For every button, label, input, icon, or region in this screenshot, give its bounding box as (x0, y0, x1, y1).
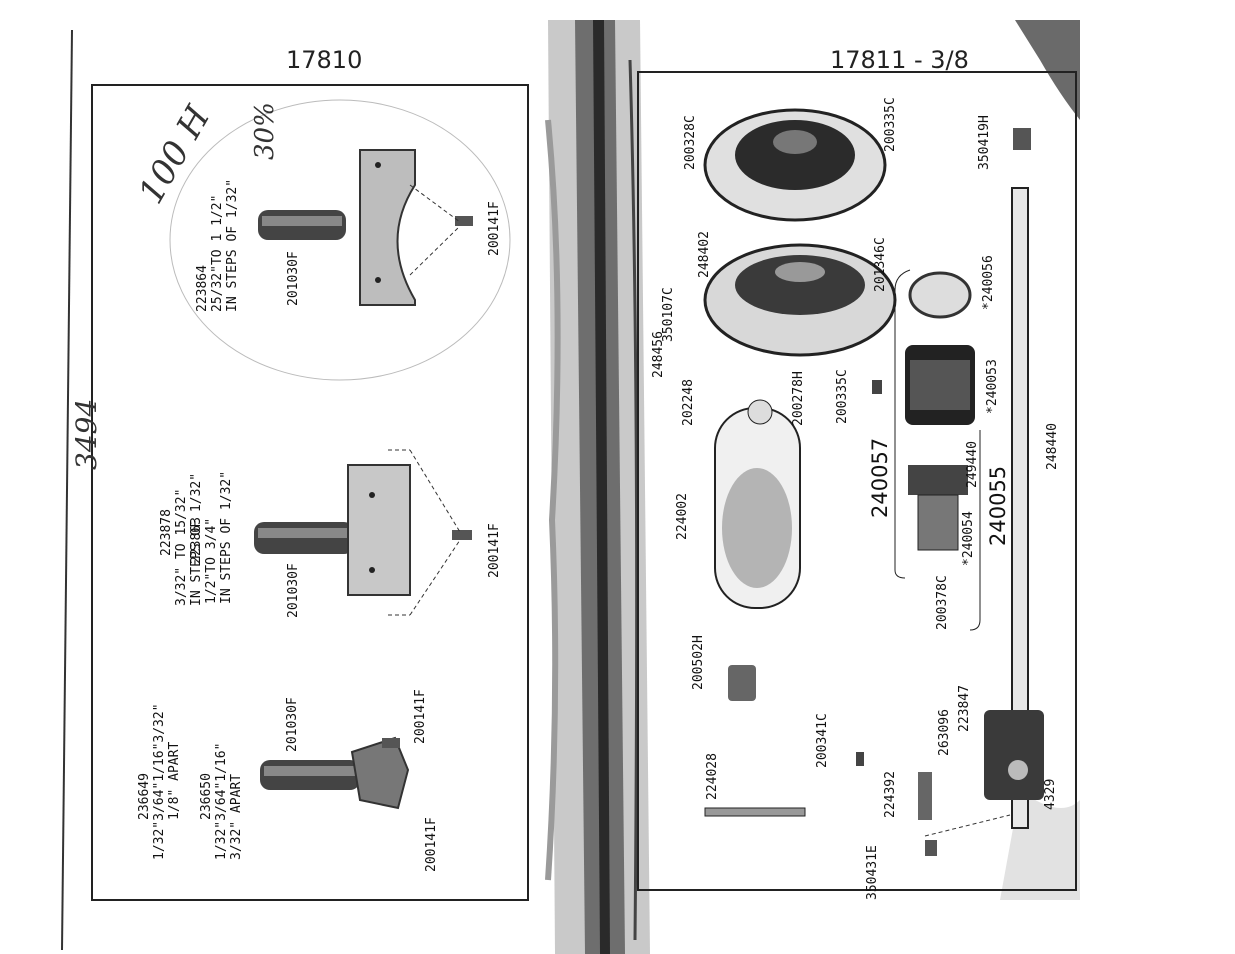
middle-part-b-number: 223863 (189, 517, 204, 564)
callout-350431E: 350431E (865, 845, 880, 900)
top-group-parts (258, 149, 473, 306)
bottom-group-screw-bottom-label: 200141F (424, 817, 439, 872)
right-plate-title: 17811 - 3/8 (830, 46, 969, 74)
bottom-group-parts (260, 736, 410, 810)
middle-part-a-number: 223878 (159, 509, 174, 556)
bottom-part-a-spacing: 1/8" APART (166, 741, 182, 820)
callout-202248: 202248 (681, 379, 696, 426)
right-plate-parts (703, 108, 1044, 856)
middle-part-b-range: 1/2"TO 3/4" (203, 517, 219, 604)
top-group-screw-label: 200141F (487, 201, 502, 256)
callout-248402: 248402 (697, 231, 712, 278)
callout-223847: 223847 (957, 685, 972, 732)
middle-group-stud-label: 201030F (286, 563, 301, 618)
callout-200502H: 200502H (691, 635, 706, 690)
top-group-part-number: 223864 (195, 265, 210, 312)
callout-200278H: 200278H (791, 371, 806, 426)
top-group-stud-label: 201030F (286, 251, 301, 306)
callout-200328C: 200328C (683, 115, 698, 170)
callout-248440: 248440 (1045, 423, 1060, 470)
middle-part-a-range: 3/32" TO 15/32" (173, 488, 189, 606)
handwritten-side-note: 3494 (70, 398, 103, 470)
bottom-part-b-sizes: 1/32"3/64"1/16" (213, 742, 229, 860)
middle-group-screw-label: 200141F (487, 523, 502, 578)
handwritten-top-note: 30% (250, 102, 280, 160)
top-group-steps: IN STEPS OF 1/32" (224, 178, 240, 312)
callout-240055: 240055 (986, 465, 1010, 546)
bottom-group-spec-b: 236650 1/32"3/64"1/16" 3/32" APART (199, 742, 245, 860)
callout-200341C: 200341C (815, 713, 830, 768)
bottom-group-screw-top-label: 200141F (413, 689, 428, 744)
middle-part-b-steps: IN STEPS OF 1/32" (218, 470, 234, 604)
callout-350419H: 350419H (977, 115, 992, 170)
callout-224002: 224002 (675, 493, 690, 540)
callout-4329: 4329 (1043, 778, 1058, 810)
middle-group-parts (254, 449, 472, 616)
middle-group-spec-b: 223863 1/2"TO 3/4" IN STEPS OF 1/32" (189, 470, 235, 604)
bottom-group-stud-label: 201030F (285, 697, 300, 752)
callout-249440: 249440 (965, 441, 980, 488)
callout-240057: 240057 (868, 437, 892, 518)
callout-263096: 263096 (937, 709, 952, 756)
callout-240053: *240053 (985, 359, 1000, 414)
callout-248456: 248456 (651, 331, 666, 378)
callout-240056: *240056 (981, 255, 996, 310)
callout-240054: *240054 (961, 511, 976, 566)
top-group-spec: 223864 25/32"TO 1 1/2" IN STEPS OF 1/32" (195, 178, 241, 312)
left-plate-title: 17810 (286, 46, 363, 74)
callout-224392: 224392 (883, 771, 898, 818)
callout-224028: 224028 (705, 753, 720, 800)
bottom-part-a-sizes: 1/32"3/64"1/16"3/32" (151, 703, 167, 860)
callout-201346C: 201346C (873, 237, 888, 292)
bottom-part-b-number: 236650 (199, 773, 214, 820)
book-spine (545, 20, 650, 954)
callout-200378C: 200378C (935, 575, 950, 630)
top-group-range: 25/32"TO 1 1/2" (209, 194, 225, 312)
bottom-part-b-spacing: 3/32" APART (228, 773, 244, 860)
callout-200335C-top: 200335C (883, 97, 898, 152)
bottom-part-a-number: 236649 (137, 773, 152, 820)
callout-200335C-mid: 200335C (835, 369, 850, 424)
bottom-group-spec-a: 236649 1/32"3/64"1/16"3/32" 1/8" APART (137, 703, 183, 860)
